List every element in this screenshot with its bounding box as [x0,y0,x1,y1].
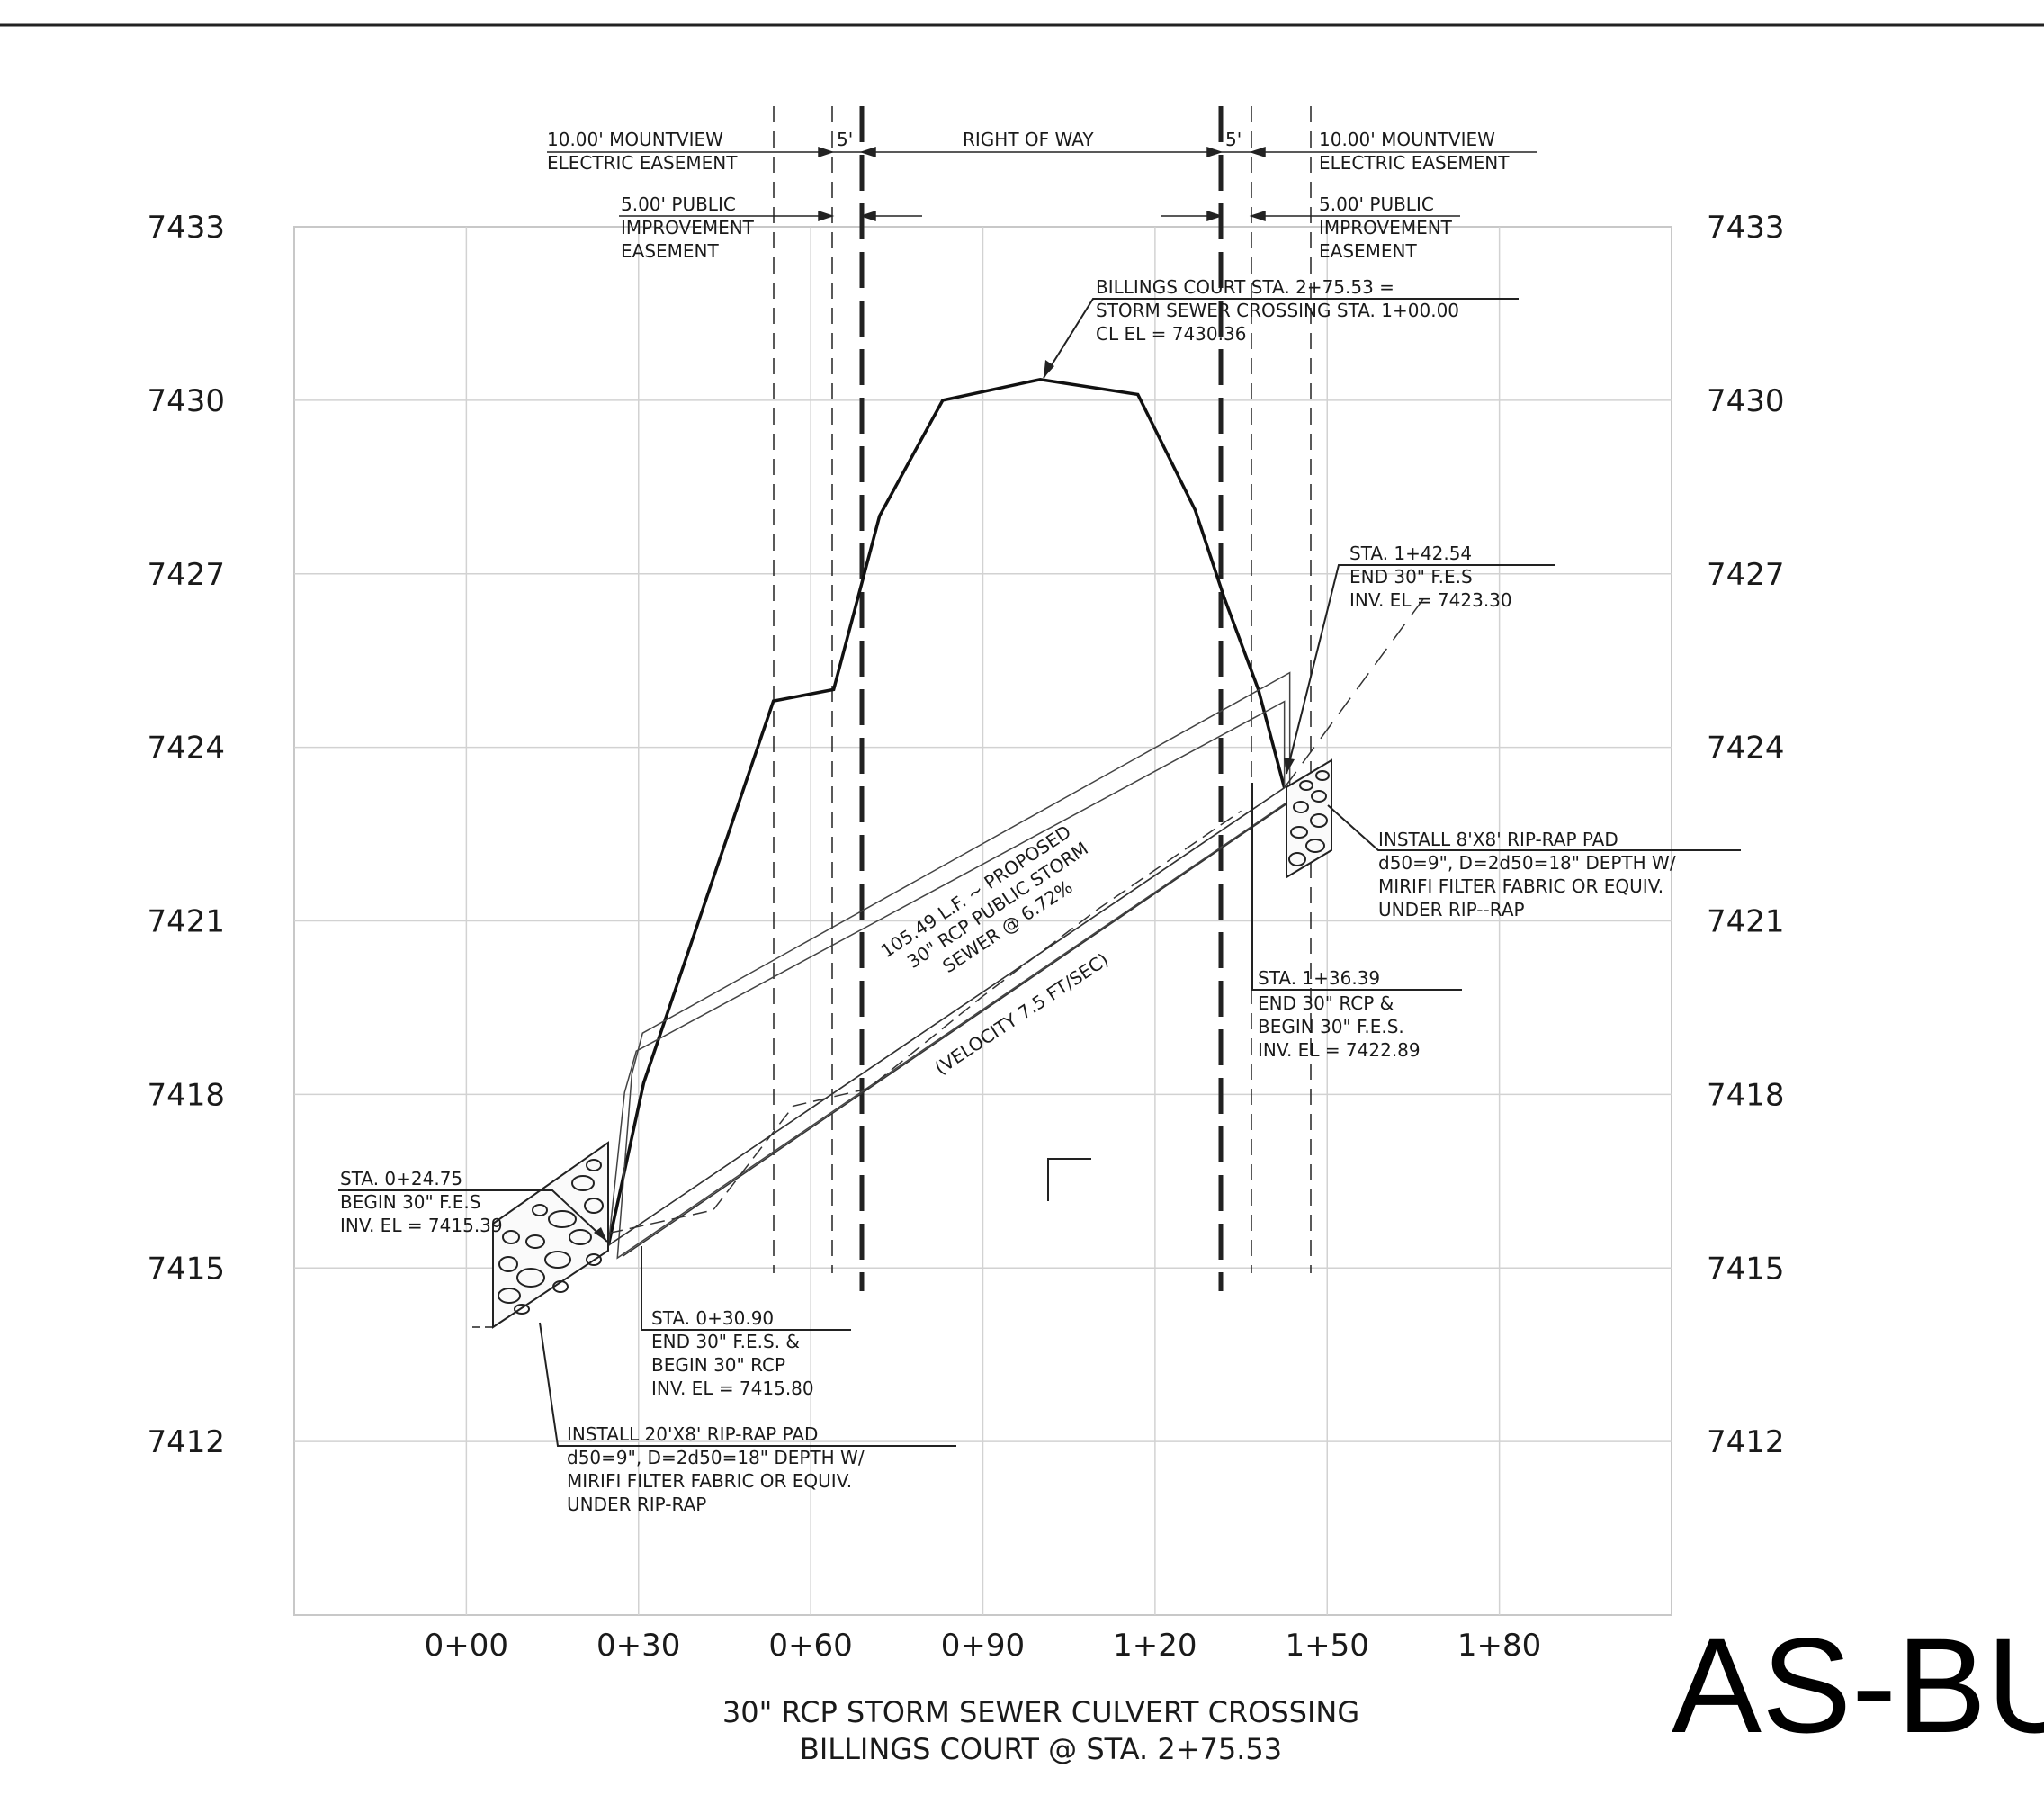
station-label: 0+00 [425,1628,508,1664]
riprap-right-callout-1: INSTALL 8'X8' RIP-RAP PAD [1378,829,1618,850]
end-rcp-callout-1: STA. 1+36.39 [1258,967,1380,989]
profile-grid [293,226,1672,1616]
right-electric-easement-label-1: 10.00' MOUNTVIEW [1319,129,1495,150]
pipe-outline-outer [616,671,1291,1260]
begin-rcp-callout-4: INV. EL = 7415.80 [651,1378,814,1399]
pipe-outline [607,700,1286,1247]
left-electric-easement-label-1: 10.00' MOUNTVIEW [547,129,723,150]
end-fes-callout-3: INV. EL = 7423.30 [1349,589,1512,611]
crossing-callout-1: BILLINGS COURT STA. 2+75.53 = [1096,276,1394,298]
left-public-easement-label-1: 5.00' PUBLIC [621,193,736,215]
riprap-right-callout-3: MIRIFI FILTER FABRIC OR EQUIV. [1378,875,1663,897]
easement-dimensions [547,146,1537,222]
elevation-label-right: 7415 [1707,1251,1785,1287]
station-label: 0+30 [596,1628,680,1664]
elevation-label-right: 7421 [1707,904,1785,940]
riprap-left-callout-2: d50=9", D=2d50=18" DEPTH W/ [567,1447,865,1468]
riprap-left-callout-3: MIRIFI FILTER FABRIC OR EQUIV. [567,1470,852,1492]
leader-arrowheads [594,360,1295,1242]
as-built-stamp: AS-BU [1672,1610,2044,1761]
end-fes-callout-2: END 30" F.E.S [1349,566,1473,588]
pipe-callout-2: 30" RCP PUBLIC STORM [903,838,1092,973]
right-of-way-label: RIGHT OF WAY [963,129,1094,150]
elevation-label-right: 7412 [1707,1424,1785,1460]
begin-fes-callout-2: BEGIN 30" F.E.S [340,1191,480,1213]
existing-ground-profile [606,377,1286,1246]
hydraulic-grade-line [608,810,1242,1234]
elevation-label-right: 7424 [1707,731,1785,767]
crossing-callout-3: CL EL = 7430.36 [1096,323,1246,345]
end-rcp-callout-3: BEGIN 30" F.E.S. [1258,1016,1404,1037]
pipe-bottom-line [622,796,1298,1257]
elevation-label-left: 7415 [147,1251,225,1287]
begin-rcp-callout-2: END 30" F.E.S. & [651,1331,800,1352]
elevation-labels: 7433 7433 7430 7430 7427 7427 7424 7424 7421 7421… [147,210,1784,1460]
callout-leaders [338,298,1741,1447]
right-electric-easement-label-2: ELECTRIC EASEMENT [1319,152,1510,174]
riprap-left-callout-4: UNDER RIP-RAP [567,1494,706,1515]
left-public-easement-label-2: IMPROVEMENT [621,217,755,238]
drawing-title-line-2: BILLINGS COURT @ STA. 2+75.53 [800,1732,1282,1766]
station-label: 0+90 [941,1628,1025,1664]
rip-rap-pad-left [472,1141,609,1329]
begin-fes-callout-1: STA. 0+24.75 [340,1168,462,1189]
riprap-right-callout-2: d50=9", D=2d50=18" DEPTH W/ [1378,852,1676,874]
elevation-label-left: 7412 [147,1424,225,1460]
begin-fes-callout-3: INV. EL = 7415.39 [340,1215,503,1236]
begin-rcp-callout-3: BEGIN 30" RCP [651,1354,785,1376]
station-label: 1+20 [1113,1628,1197,1664]
station-labels: 0+00 0+30 0+60 0+90 1+20 1+50 1+80 [425,1628,1542,1664]
left-electric-easement-label-2: ELECTRIC EASEMENT [547,152,738,174]
five-foot-left-label: 5' [837,129,853,150]
riprap-left-callout-1: INSTALL 20'X8' RIP-RAP PAD [567,1423,818,1445]
drawing-title-line-1: 30" RCP STORM SEWER CULVERT CROSSING [722,1695,1359,1729]
station-label: 1+50 [1286,1628,1369,1664]
begin-rcp-callout-1: STA. 0+30.90 [651,1307,774,1329]
left-public-easement-label-3: EASEMENT [621,240,720,262]
riprap-right-callout-4: UNDER RIP--RAP [1378,899,1525,920]
five-foot-right-label: 5' [1225,129,1242,150]
elevation-label-left: 7427 [147,557,225,593]
pipe-invert-line [607,787,1286,1246]
right-public-easement-label-1: 5.00' PUBLIC [1319,193,1434,215]
elevation-label-left: 7430 [147,383,225,419]
station-label: 1+80 [1457,1628,1541,1664]
elevation-label-right: 7427 [1707,557,1785,593]
storm-pipe [607,671,1298,1260]
crossing-callout-2: STORM SEWER CROSSING STA. 1+00.00 [1096,300,1459,321]
future-grade-line [1284,597,1426,789]
station-label: 0+60 [768,1628,852,1664]
elevation-label-right: 7430 [1707,383,1785,419]
elevation-label-left: 7424 [147,731,225,767]
elevation-label-right: 7433 [1707,210,1785,246]
elevation-label-right: 7418 [1707,1077,1785,1113]
right-public-easement-label-2: IMPROVEMENT [1319,217,1453,238]
elevation-label-left: 7421 [147,904,225,940]
end-rcp-callout-2: END 30" RCP & [1258,992,1394,1014]
end-rcp-callout-4: INV. EL = 7422.89 [1258,1039,1421,1061]
easement-labels: 10.00' MOUNTVIEW ELECTRIC EASEMENT 5.00'… [547,129,1510,262]
end-fes-callout-1: STA. 1+42.54 [1349,543,1472,564]
rip-rap-pad-right [1286,758,1332,879]
right-public-easement-label-3: EASEMENT [1319,240,1418,262]
elevation-label-left: 7433 [147,210,225,246]
elevation-label-left: 7418 [147,1077,225,1113]
